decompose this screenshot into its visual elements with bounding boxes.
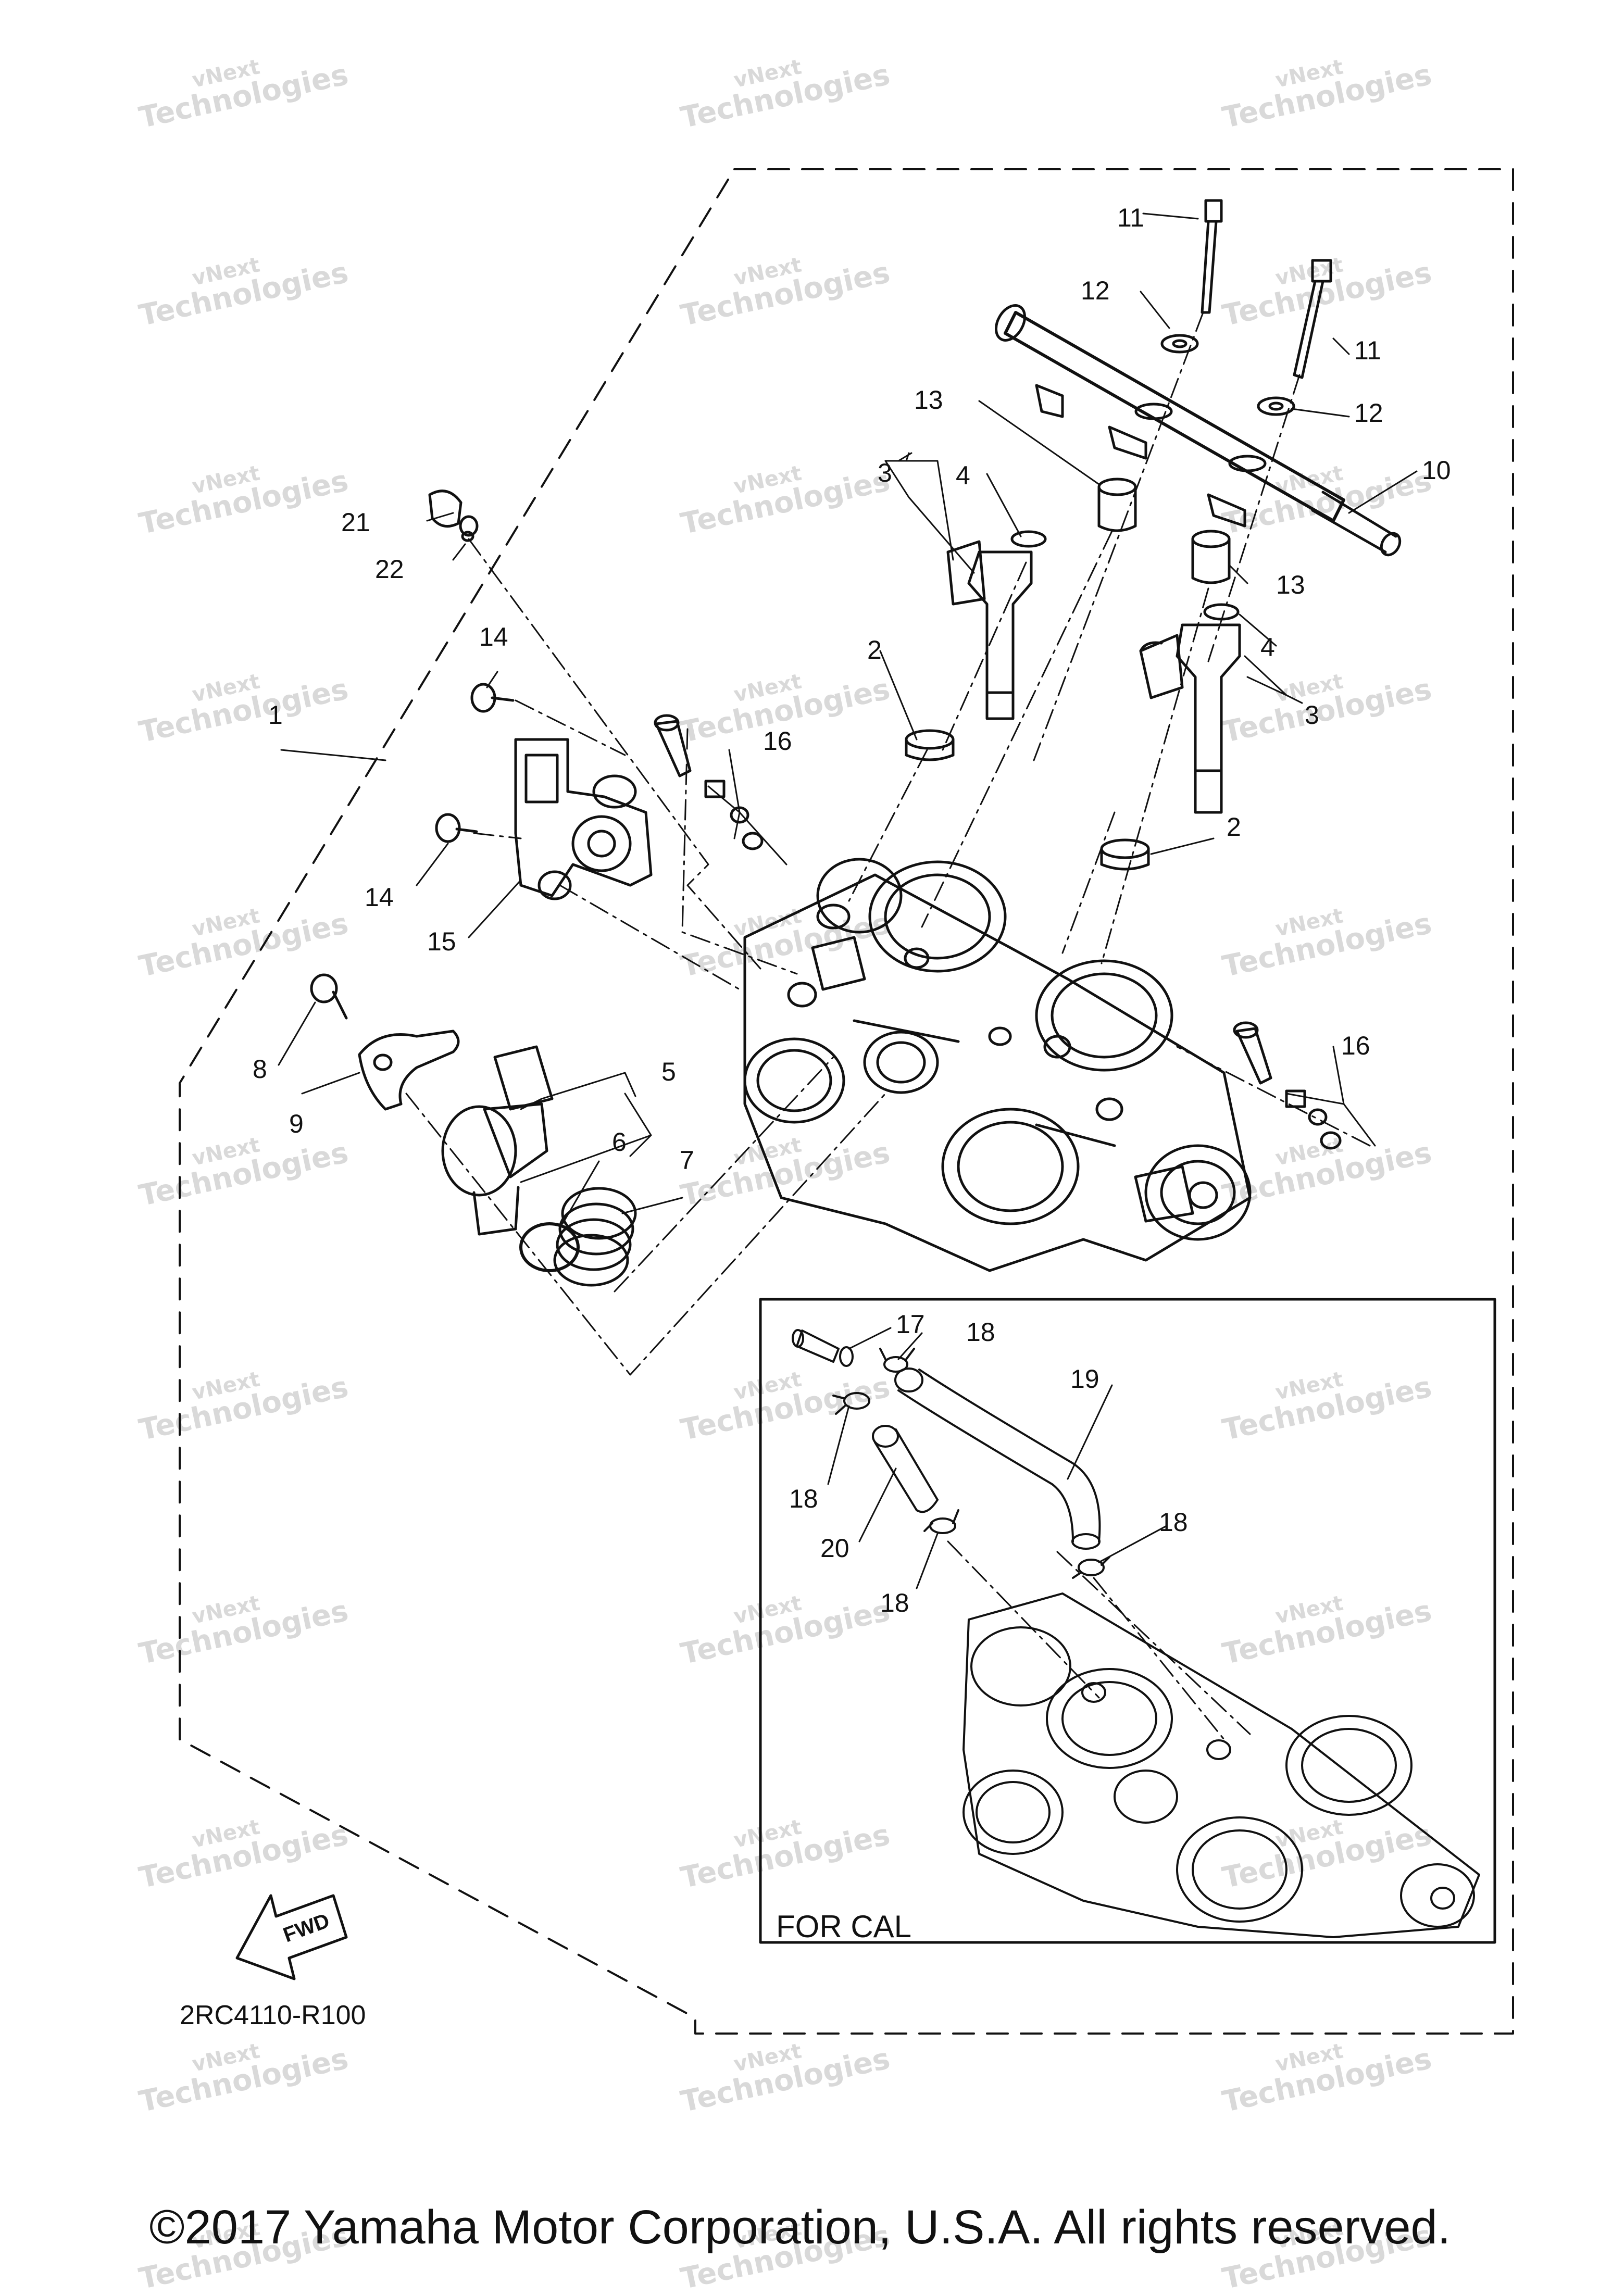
callout-6: 6 <box>612 1127 627 1157</box>
screw-14-top <box>470 683 515 713</box>
callout-18a: 18 <box>966 1318 995 1347</box>
o-ring-4-left <box>1010 530 1047 548</box>
callout-10: 10 <box>1422 456 1451 485</box>
callout-15: 15 <box>427 927 456 956</box>
callout-1a: 1 <box>268 700 283 730</box>
screw-8 <box>310 973 348 1020</box>
callout-9: 9 <box>289 1109 304 1138</box>
leader-lines <box>278 212 1418 1589</box>
fuel-rail <box>995 304 1402 557</box>
washer-12-left <box>1160 334 1199 354</box>
callout-12a: 12 <box>1081 276 1110 305</box>
callout-18b: 18 <box>789 1484 818 1513</box>
o-ring-6 <box>519 1222 580 1272</box>
spacer-13-right <box>1191 530 1231 584</box>
callout-8: 8 <box>253 1055 267 1084</box>
injector-3-right <box>1139 623 1241 814</box>
grommet-2-left <box>905 729 955 761</box>
grommet-2-right <box>1100 838 1150 871</box>
copyright-notice: ©2017 Yamaha Motor Corporation, U.S.A. A… <box>149 2201 1451 2254</box>
clip-22 <box>459 515 479 542</box>
injector-3-left <box>946 540 1033 720</box>
assembly-lines <box>405 311 1371 1740</box>
washer-12-left-hole <box>1172 339 1188 348</box>
hose-19 <box>894 1367 1101 1550</box>
callout-21: 21 <box>341 508 370 537</box>
callout-14a: 14 <box>479 622 508 651</box>
callout-13a: 13 <box>914 385 943 415</box>
lever-9 <box>358 1030 460 1111</box>
clip-18-b <box>832 1392 870 1415</box>
callout-14b: 14 <box>365 883 394 912</box>
callout-4b: 4 <box>1260 633 1275 662</box>
callout-11a: 11 <box>1117 203 1144 232</box>
callout-16b: 16 <box>1341 1031 1370 1060</box>
callout-11b: 11 <box>1354 336 1381 365</box>
callout-3b: 3 <box>1305 700 1319 730</box>
cap-21 <box>428 490 463 528</box>
pilot-screw-set-16-top <box>654 714 764 850</box>
washer-12-right <box>1257 396 1295 416</box>
callout-2b: 2 <box>1227 812 1241 842</box>
clip-18-d <box>1072 1556 1110 1579</box>
callout-3a: 3 <box>878 458 892 487</box>
washer-12-right-hole <box>1268 402 1284 411</box>
throttle-body-main <box>743 858 1252 1272</box>
spring-7 <box>553 1187 637 1287</box>
inset-label: FOR CAL <box>776 1909 912 1944</box>
inset-throttle-body <box>963 1592 1480 1938</box>
clip-18-a <box>879 1348 915 1373</box>
callout-18d: 18 <box>1159 1508 1188 1537</box>
o-ring-4-right <box>1203 603 1240 621</box>
callout-17: 17 <box>896 1310 925 1339</box>
callout-13b: 13 <box>1276 570 1305 599</box>
bolt-11-right <box>1293 259 1332 379</box>
throttle-position-sensor-15 <box>514 738 653 900</box>
for-cal-inset-frame <box>759 1298 1496 1944</box>
callout-4a: 4 <box>956 461 970 490</box>
callout-7: 7 <box>680 1146 694 1175</box>
clip-18-c <box>923 1509 959 1534</box>
callout-5: 5 <box>661 1057 676 1086</box>
diagram-code: 2RC4110-R100 <box>180 2000 366 2030</box>
assembly-boundary <box>179 168 1514 2035</box>
screw-14-bottom <box>435 813 478 843</box>
pilot-screw-set-16-bottom <box>1233 1021 1342 1150</box>
fitting-17 <box>792 1329 854 1367</box>
fwd-arrow-icon <box>235 1894 348 1980</box>
bolt-11-left <box>1201 199 1223 314</box>
callout-16a: 16 <box>763 726 792 756</box>
callout-19: 19 <box>1070 1364 1099 1394</box>
callout-22: 22 <box>375 555 404 584</box>
fwd-label: FWD <box>280 1909 333 1947</box>
hose-20 <box>872 1425 939 1513</box>
callout-18c: 18 <box>880 1588 909 1617</box>
sensor-5 <box>441 1045 554 1236</box>
callout-12b: 12 <box>1354 398 1383 428</box>
callout-20: 20 <box>820 1534 849 1563</box>
callout-2a: 2 <box>867 635 882 664</box>
